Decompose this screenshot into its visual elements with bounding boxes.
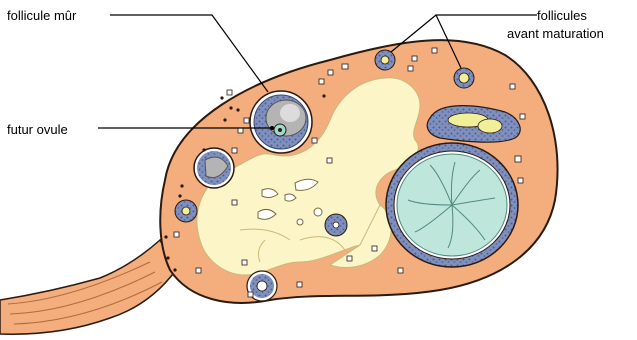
small-follicle — [175, 200, 197, 222]
immature-follicles-label-line1: follicules — [537, 8, 587, 23]
small-follicle — [325, 214, 347, 236]
future-ovum-label: futur ovule — [7, 122, 68, 137]
primordial-follicle — [375, 50, 395, 70]
future-ovum — [274, 124, 286, 136]
primordial-follicle — [454, 68, 474, 88]
mature-follicle-label: follicule mûr — [7, 8, 76, 23]
secondary-follicle — [194, 148, 234, 188]
immature-follicles-label-line2: avant maturation — [507, 26, 604, 41]
mature-follicle — [250, 91, 312, 153]
corpus-luteum — [386, 143, 518, 267]
